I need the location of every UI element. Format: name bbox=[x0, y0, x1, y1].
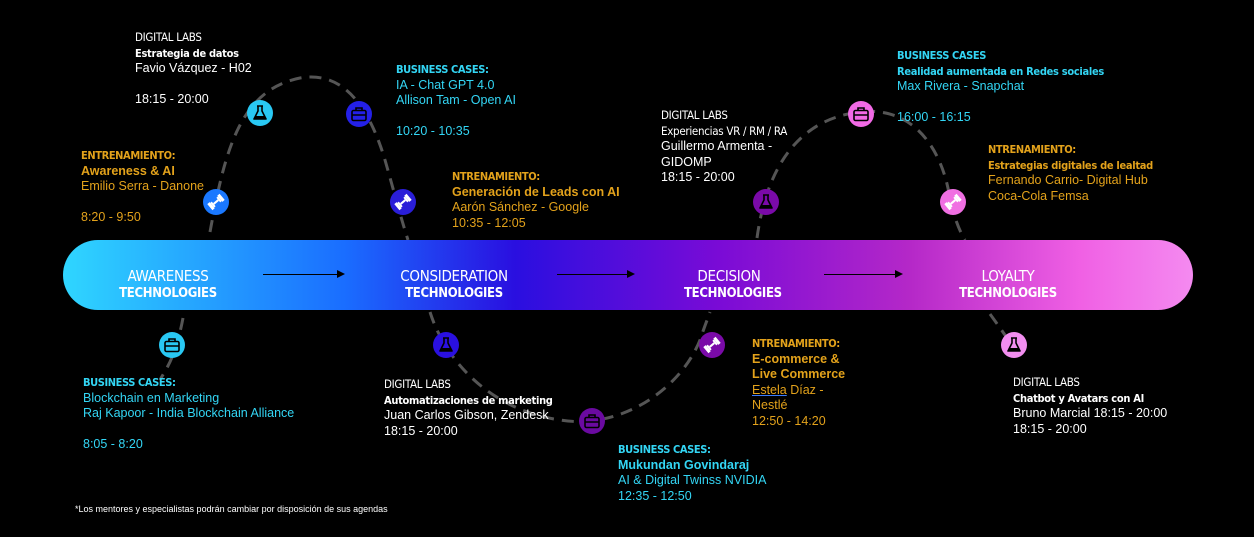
dumbbell-icon bbox=[940, 189, 966, 215]
dumbbell-icon bbox=[390, 189, 416, 215]
arrow-1 bbox=[263, 270, 345, 278]
dumbbell-icon bbox=[203, 189, 229, 215]
session-title: Mukundan Govindaraj bbox=[618, 457, 750, 472]
briefcase-icon bbox=[848, 101, 874, 127]
session-speaker-org: Coca-Cola Femsa bbox=[988, 188, 1089, 203]
session-speaker: Juan Carlos Gibson, Zendesk bbox=[384, 408, 549, 422]
briefcase-icon bbox=[579, 408, 605, 434]
session-kind: BUSINESS CASES bbox=[897, 49, 986, 62]
session-ecommerce: NTRENAMIENTO: E-commerce & Live Commerce… bbox=[752, 336, 845, 429]
flask-icon bbox=[753, 189, 779, 215]
session-kind: ENTRENAMIENTO: bbox=[81, 149, 176, 162]
stage-consideration-label: CONSIDERATION bbox=[400, 267, 508, 285]
session-title: Estrategia de datos bbox=[135, 46, 239, 60]
session-kind: BUSINESS CASES: bbox=[618, 443, 711, 456]
stage-awareness-sub: TECHNOLOGIES bbox=[119, 286, 217, 301]
session-time: 18:15 - 20:00 bbox=[661, 170, 735, 184]
session-chat-gpt: BUSINESS CASES: IA - Chat GPT 4.0 Alliso… bbox=[396, 62, 516, 139]
session-speaker-org: GIDOMP bbox=[661, 154, 712, 169]
stage-decision-label: DECISION bbox=[697, 267, 761, 285]
session-speaker: Max Rivera - Snapchat bbox=[897, 79, 1025, 93]
session-title: Estrategias digitales de lealtad bbox=[988, 158, 1153, 172]
dumbbell-icon bbox=[699, 332, 725, 358]
session-realidad-aumentada: BUSINESS CASES Realidad aumentada en Red… bbox=[897, 48, 1104, 125]
flask-icon bbox=[433, 332, 459, 358]
session-speaker: Guillermo Armenta - bbox=[661, 139, 773, 153]
session-kind: DIGITAL LABS bbox=[384, 377, 451, 391]
stage-loyalty: LOYALTY TECHNOLOGIES bbox=[958, 268, 1058, 302]
session-kind: NTRENAMIENTO: bbox=[988, 143, 1076, 156]
stage-decision-sub: TECHNOLOGIES bbox=[684, 286, 782, 301]
session-time: 10:20 - 10:35 bbox=[396, 123, 470, 138]
stage-loyalty-sub: TECHNOLOGIES bbox=[959, 286, 1057, 301]
session-speaker-first: Estela bbox=[752, 382, 787, 397]
session-lealtad: NTRENAMIENTO: Estrategias digitales de l… bbox=[988, 142, 1153, 204]
session-title: IA - Chat GPT 4.0 bbox=[396, 77, 495, 92]
session-title: Blockchain en Marketing bbox=[83, 390, 220, 405]
session-time: 18:15 - 20:00 bbox=[1013, 421, 1087, 436]
session-speaker: Emilio Serra - Danone bbox=[81, 179, 204, 193]
session-time: 12:50 - 14:20 bbox=[752, 413, 826, 428]
stage-consideration: CONSIDERATION TECHNOLOGIES bbox=[398, 268, 510, 302]
session-title: Awareness & AI bbox=[81, 163, 175, 178]
session-title: Experiencias VR / RM / RA bbox=[661, 123, 788, 138]
session-awareness-ai: ENTRENAMIENTO: Awareness & AI Emilio Ser… bbox=[81, 148, 204, 225]
flask-icon bbox=[1001, 332, 1027, 358]
session-kind: DIGITAL LABS bbox=[661, 108, 728, 122]
session-title: Realidad aumentada en Redes sociales bbox=[897, 64, 1104, 78]
stage-loyalty-label: LOYALTY bbox=[981, 267, 1035, 285]
session-speaker: Aarón Sánchez - Google bbox=[452, 200, 589, 214]
session-estrategia-datos: DIGITAL LABS Estrategia de datos Favio V… bbox=[135, 30, 252, 107]
session-kind: NTRENAMIENTO: bbox=[752, 337, 840, 350]
arrow-2 bbox=[557, 270, 635, 278]
footnote: *Los mentores y especialistas podrán cam… bbox=[75, 504, 388, 514]
session-kind: NTRENAMIENTO: bbox=[452, 170, 540, 183]
session-time: 10:35 - 12:05 bbox=[452, 215, 526, 230]
session-speaker-org: Nestlé bbox=[752, 398, 788, 412]
session-title: Chatbot y Avatars con AI bbox=[1013, 391, 1144, 405]
session-kind: BUSINESS CASES: bbox=[83, 376, 176, 389]
session-title-2: Live Commerce bbox=[752, 367, 846, 381]
session-time: 18:15 - 20:00 bbox=[135, 91, 209, 106]
session-speaker: Fernando Carrio- Digital Hub bbox=[988, 173, 1148, 187]
session-time: 8:05 - 8:20 bbox=[83, 436, 143, 451]
session-time: 16:00 - 16:15 bbox=[897, 109, 971, 124]
stage-consideration-sub: TECHNOLOGIES bbox=[405, 286, 503, 301]
session-title: Automatizaciones de marketing bbox=[384, 393, 553, 407]
briefcase-icon bbox=[159, 332, 185, 358]
session-digital-twins: BUSINESS CASES: Mukundan Govindaraj AI &… bbox=[618, 442, 766, 504]
session-blockchain: BUSINESS CASES: Blockchain en Marketing … bbox=[83, 375, 294, 452]
session-speaker: Allison Tam - Open AI bbox=[396, 93, 516, 107]
arrow-3 bbox=[824, 270, 903, 278]
session-speaker-last: Díaz - bbox=[786, 382, 824, 397]
session-speaker: Raj Kapoor - India Blockchain Alliance bbox=[83, 406, 295, 420]
stage-decision: DECISION TECHNOLOGIES bbox=[684, 267, 782, 302]
session-leads-ai: NTRENAMIENTO: Generación de Leads con AI… bbox=[452, 169, 620, 231]
session-speaker: AI & Digital Twinss NVIDIA bbox=[618, 473, 767, 487]
flask-icon bbox=[247, 100, 273, 126]
session-time: 8:20 - 9:50 bbox=[81, 209, 141, 224]
session-title: Generación de Leads con AI bbox=[452, 184, 620, 199]
session-speaker: Bruno Marcial 18:15 - 20:00 bbox=[1013, 406, 1168, 420]
session-kind: DIGITAL LABS bbox=[135, 30, 202, 44]
session-time: 12:35 - 12:50 bbox=[618, 488, 692, 503]
briefcase-icon bbox=[346, 101, 372, 127]
session-speaker: Favio Vázquez - H02 bbox=[135, 61, 252, 75]
session-time: 18:15 - 20:00 bbox=[384, 423, 458, 438]
session-automatizaciones: DIGITAL LABS Automatizaciones de marketi… bbox=[384, 377, 553, 439]
session-chatbot-avatars: DIGITAL LABS Chatbot y Avatars con AI Br… bbox=[1013, 375, 1167, 437]
session-title: E-commerce & bbox=[752, 351, 840, 366]
stage-awareness-label: AWARENESS bbox=[127, 267, 209, 285]
session-kind: DIGITAL LABS bbox=[1013, 375, 1080, 389]
session-kind: BUSINESS CASES: bbox=[396, 63, 489, 76]
stage-awareness: AWARENESS TECHNOLOGIES bbox=[118, 268, 218, 302]
session-vr-rm-ra: DIGITAL LABS Experiencias VR / RM / RA G… bbox=[661, 108, 787, 186]
